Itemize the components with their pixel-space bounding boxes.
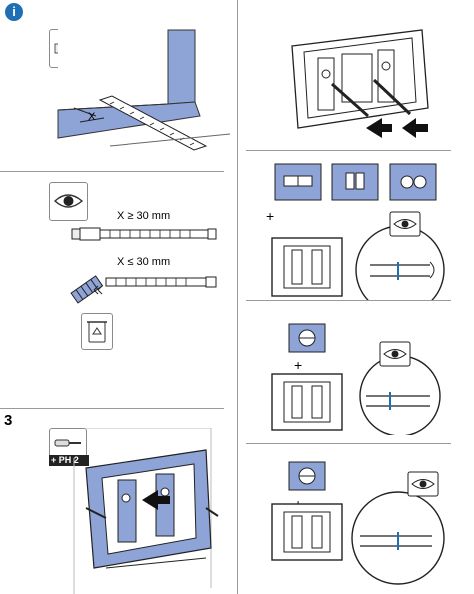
recycle-bin-box <box>81 313 113 350</box>
plate-round-single-3 <box>288 461 326 491</box>
eye-icon <box>53 194 84 208</box>
tool-size-badge: + PH 2 <box>49 455 89 466</box>
frame-screws-illustration <box>291 29 429 138</box>
info-icon-glyph: i <box>12 4 16 19</box>
detail-block-2 <box>271 341 441 435</box>
gap-label: X <box>88 111 96 123</box>
inspect-box-1 <box>49 182 88 221</box>
long-screw-illustration <box>71 227 217 241</box>
short-screw-illustration <box>70 275 217 304</box>
tool-size-label: PH 2 <box>58 455 79 465</box>
divider-right-1 <box>246 150 451 151</box>
plate-round-single-2 <box>288 323 326 353</box>
detail-block-3 <box>271 471 445 585</box>
frame-mounting-illustration <box>73 428 219 594</box>
divider-right-2 <box>246 300 451 301</box>
flush-plates-row <box>274 163 437 201</box>
divider-left-2 <box>0 408 224 409</box>
plate-square-buttons <box>331 163 379 201</box>
tool-plus-glyph: + <box>51 455 57 465</box>
divider-right-3 <box>246 443 451 444</box>
plate-dual-rect <box>274 163 322 201</box>
rule-min-label: X ≥ 30 mm <box>117 210 171 222</box>
screwdriver-icon <box>54 439 81 447</box>
divider-left-1 <box>0 171 224 172</box>
screwdriver-tool-box <box>49 428 87 457</box>
plus-sign-2: + <box>294 357 303 373</box>
plus-sign-1: + <box>266 208 275 224</box>
detail-block-1 <box>271 211 445 300</box>
info-icon: i <box>5 3 23 21</box>
wall-measure-illustration <box>57 26 230 151</box>
column-divider <box>237 0 238 594</box>
rule-max-label: X ≤ 30 mm <box>117 256 171 268</box>
recycle-bin-icon <box>87 321 107 343</box>
step-number-3: 3 <box>4 412 13 429</box>
plate-round-buttons <box>389 163 437 201</box>
